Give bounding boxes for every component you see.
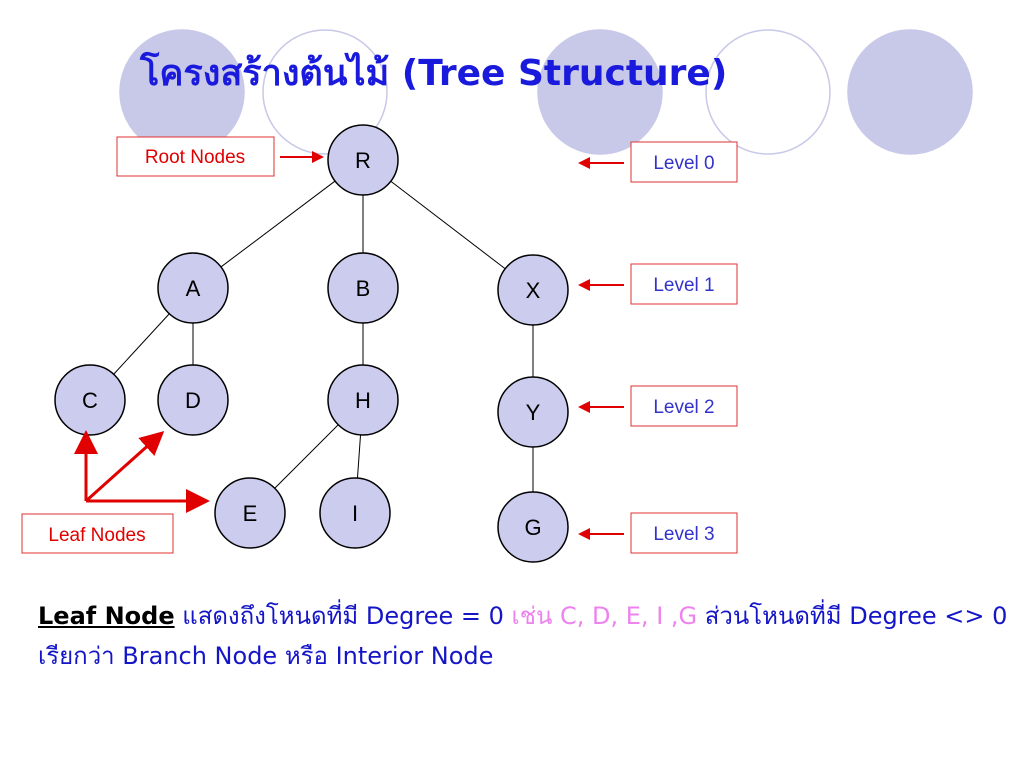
leaf-callout-label: Leaf Nodes (48, 525, 145, 546)
node-circle (327, 364, 399, 436)
caption-part-2: ส่วนโหนดที่มี Degree <> 0 เรียกว่า Branc… (38, 602, 1008, 670)
node-circle (327, 124, 399, 196)
edge-h-e (274, 424, 339, 489)
node-circle (497, 491, 569, 563)
level-label-2: Level 2 (578, 385, 738, 427)
root-callout-box (116, 136, 275, 177)
root-nodes-callout: Root Nodes (116, 136, 324, 177)
decor-circle-5 (847, 29, 973, 155)
leaf-callout-box (21, 513, 174, 554)
tree-node-c: C (54, 364, 126, 436)
level-label-3: Level 3 (578, 512, 738, 554)
tree-node-h: H (327, 364, 399, 436)
edge-a-c (113, 313, 170, 375)
node-label: C (82, 388, 98, 413)
edge-h-i (356, 434, 362, 479)
root-callout-label: Root Nodes (145, 147, 245, 168)
level-text: Level 2 (653, 397, 714, 418)
node-circle (327, 252, 399, 324)
edge-r-x (390, 180, 506, 270)
caption-text: Leaf Node แสดงถึงโหนดที่มี Degree = 0 เช… (38, 596, 1008, 676)
tree-node-r: R (327, 124, 399, 196)
node-circle (157, 252, 229, 324)
tree-node-e: E (214, 477, 286, 549)
node-circle (497, 376, 569, 448)
level-box (630, 385, 738, 427)
tree-node-g: G (497, 491, 569, 563)
tree-node-a: A (157, 252, 229, 324)
level-box (630, 141, 738, 183)
level-text: Level 0 (653, 153, 714, 174)
level-text: Level 1 (653, 275, 714, 296)
decor-circle-3 (537, 29, 663, 155)
node-circle (214, 477, 286, 549)
level-box (630, 512, 738, 554)
node-label: E (243, 501, 258, 526)
leaf-nodes-callout: Leaf Nodes (21, 430, 210, 554)
tree-node-x: X (497, 254, 569, 326)
level-label-1: Level 1 (578, 263, 738, 305)
node-label: I (352, 501, 358, 526)
node-label: D (185, 388, 201, 413)
node-label: X (526, 278, 541, 303)
node-label: Y (526, 400, 541, 425)
caption-lead: Leaf Node (38, 602, 175, 630)
node-label: B (356, 276, 371, 301)
tree-nodes: R A B X C D H Y E I G (54, 124, 569, 563)
leaf-arrow-d (84, 430, 165, 503)
level-box (630, 263, 738, 305)
page-title: โครงสร้างต้นไม้ (Tree Structure) (140, 53, 728, 94)
tree-node-i: I (319, 477, 391, 549)
level-label-0: Level 0 (578, 141, 738, 183)
decor-circle-2 (262, 29, 388, 155)
caption-highlight: เช่น C, D, E, I ,G (511, 602, 698, 630)
tree-node-d: D (157, 364, 229, 436)
caption-part-1: แสดงถึงโหนดที่มี Degree = 0 (174, 602, 512, 630)
node-circle (497, 254, 569, 326)
tree-edges (113, 180, 534, 492)
decor-circle-4 (705, 29, 831, 155)
node-label: H (355, 388, 371, 413)
decorative-circles (119, 29, 973, 155)
node-circle (319, 477, 391, 549)
edge-r-a (220, 180, 336, 268)
node-circle (157, 364, 229, 436)
node-label: G (524, 515, 541, 540)
node-label: A (186, 276, 201, 301)
node-label: R (355, 148, 371, 173)
tree-node-b: B (327, 252, 399, 324)
level-text: Level 3 (653, 524, 714, 545)
tree-node-y: Y (497, 376, 569, 448)
